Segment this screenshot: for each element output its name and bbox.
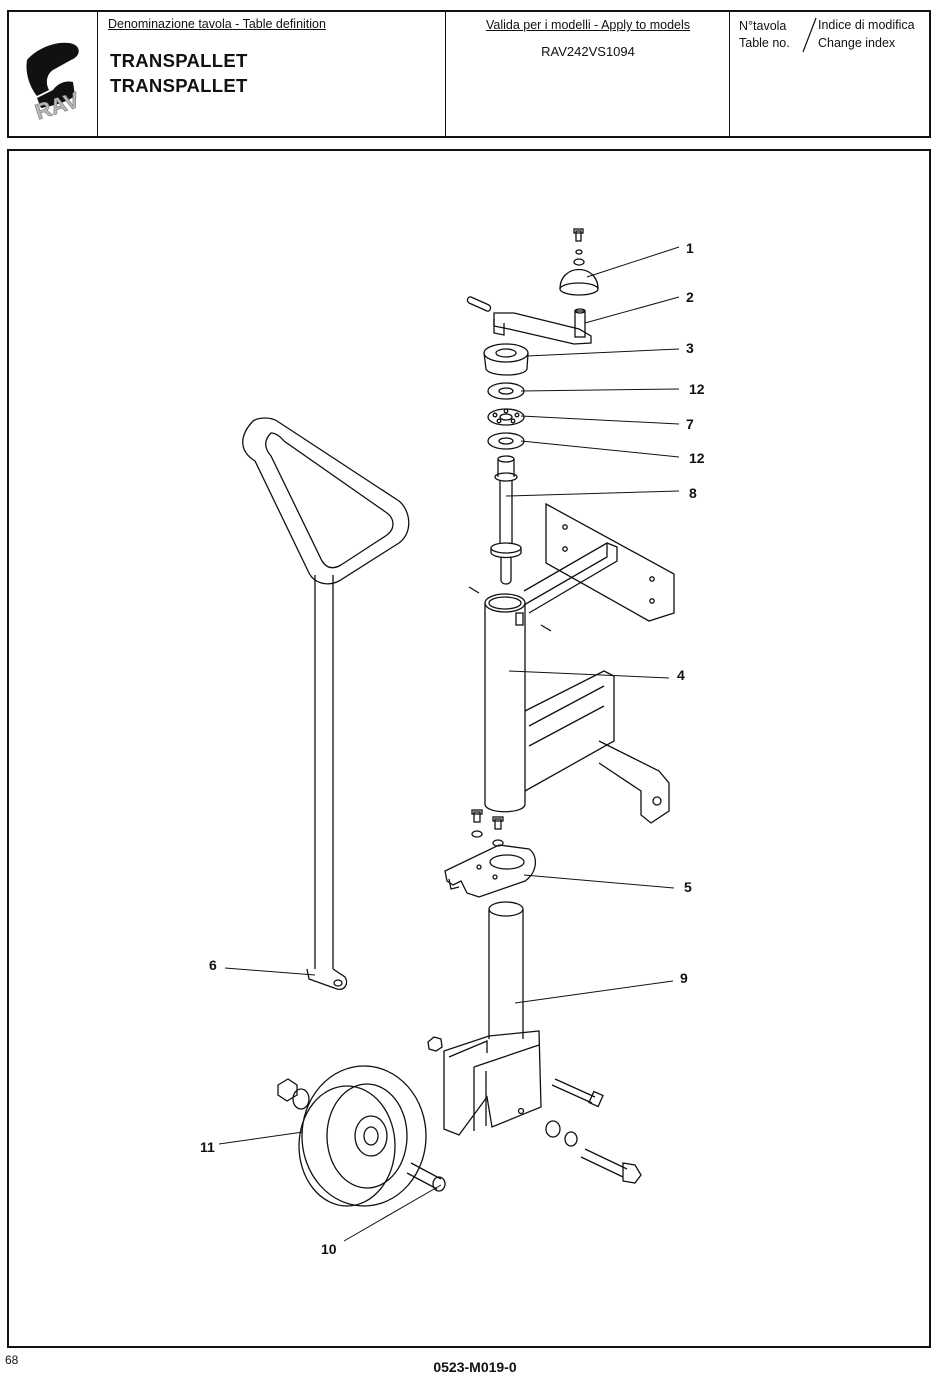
title-italian: TRANSPALLET	[110, 50, 248, 72]
part-number-12-lower: 12	[689, 450, 705, 466]
part-knob-illustration	[560, 229, 598, 295]
models-label: Valida per i modelli - Apply to models	[446, 18, 730, 32]
table-no-english: Table no.	[739, 36, 790, 50]
part-wheel-illustration	[278, 1066, 426, 1206]
part-number-9: 9	[680, 970, 688, 986]
part-number-7: 7	[686, 416, 694, 432]
exploded-view-drawing: 1 2 3 12 7 12 8 4 5 6 9 11 10	[7, 149, 931, 1348]
part-number-8: 8	[689, 485, 697, 501]
part-number-10: 10	[321, 1241, 337, 1257]
part-screws-illustration	[472, 810, 503, 846]
part-shaft-illustration	[491, 456, 521, 584]
part-number-2: 2	[686, 289, 694, 305]
table-definition-cell: Denominazione tavola - Table definition …	[98, 12, 446, 136]
models-cell: Valida per i modelli - Apply to models R…	[446, 12, 730, 136]
part-bolts-illustration	[546, 1079, 641, 1183]
title-english: TRANSPALLET	[110, 75, 248, 97]
change-index-english: Change index	[818, 36, 895, 50]
part-lever-illustration	[468, 297, 591, 344]
part-fork-tube-illustration	[428, 902, 541, 1135]
part-number-3: 3	[686, 340, 694, 356]
change-index-italian: Indice di modifica	[818, 18, 915, 32]
divider-slash	[800, 16, 820, 56]
logo-cell: RAV	[9, 12, 98, 136]
part-number-11: 11	[200, 1139, 215, 1155]
part-handle-illustration	[243, 418, 409, 989]
part-washer-lower-illustration	[488, 433, 524, 449]
drawing-code: 0523-M019-0	[0, 1359, 950, 1375]
part-bearing-illustration	[488, 409, 524, 425]
definition-label: Denominazione tavola - Table definition	[108, 17, 326, 31]
table-number-cell: N°tavola Table no. Indice di modifica Ch…	[730, 12, 929, 136]
model-code: RAV242VS1094	[446, 44, 730, 59]
rav-logo-icon: RAV	[9, 12, 95, 136]
part-number-4: 4	[677, 667, 685, 683]
part-number-1: 1	[686, 240, 694, 256]
table-no-italian: N°tavola	[739, 19, 786, 33]
part-washer-upper-illustration	[488, 383, 524, 399]
part-plate-illustration	[445, 845, 535, 897]
leader-lines	[219, 247, 679, 1241]
part-number-6: 6	[209, 957, 217, 973]
title-block: RAV Denominazione tavola - Table definit…	[7, 10, 931, 138]
part-column-frame-illustration	[469, 504, 674, 823]
part-number-5: 5	[684, 879, 692, 895]
exploded-view-svg	[9, 151, 929, 1346]
part-axle-illustration	[407, 1163, 445, 1191]
part-number-12-upper: 12	[689, 381, 705, 397]
part-bushing-illustration	[484, 344, 528, 375]
